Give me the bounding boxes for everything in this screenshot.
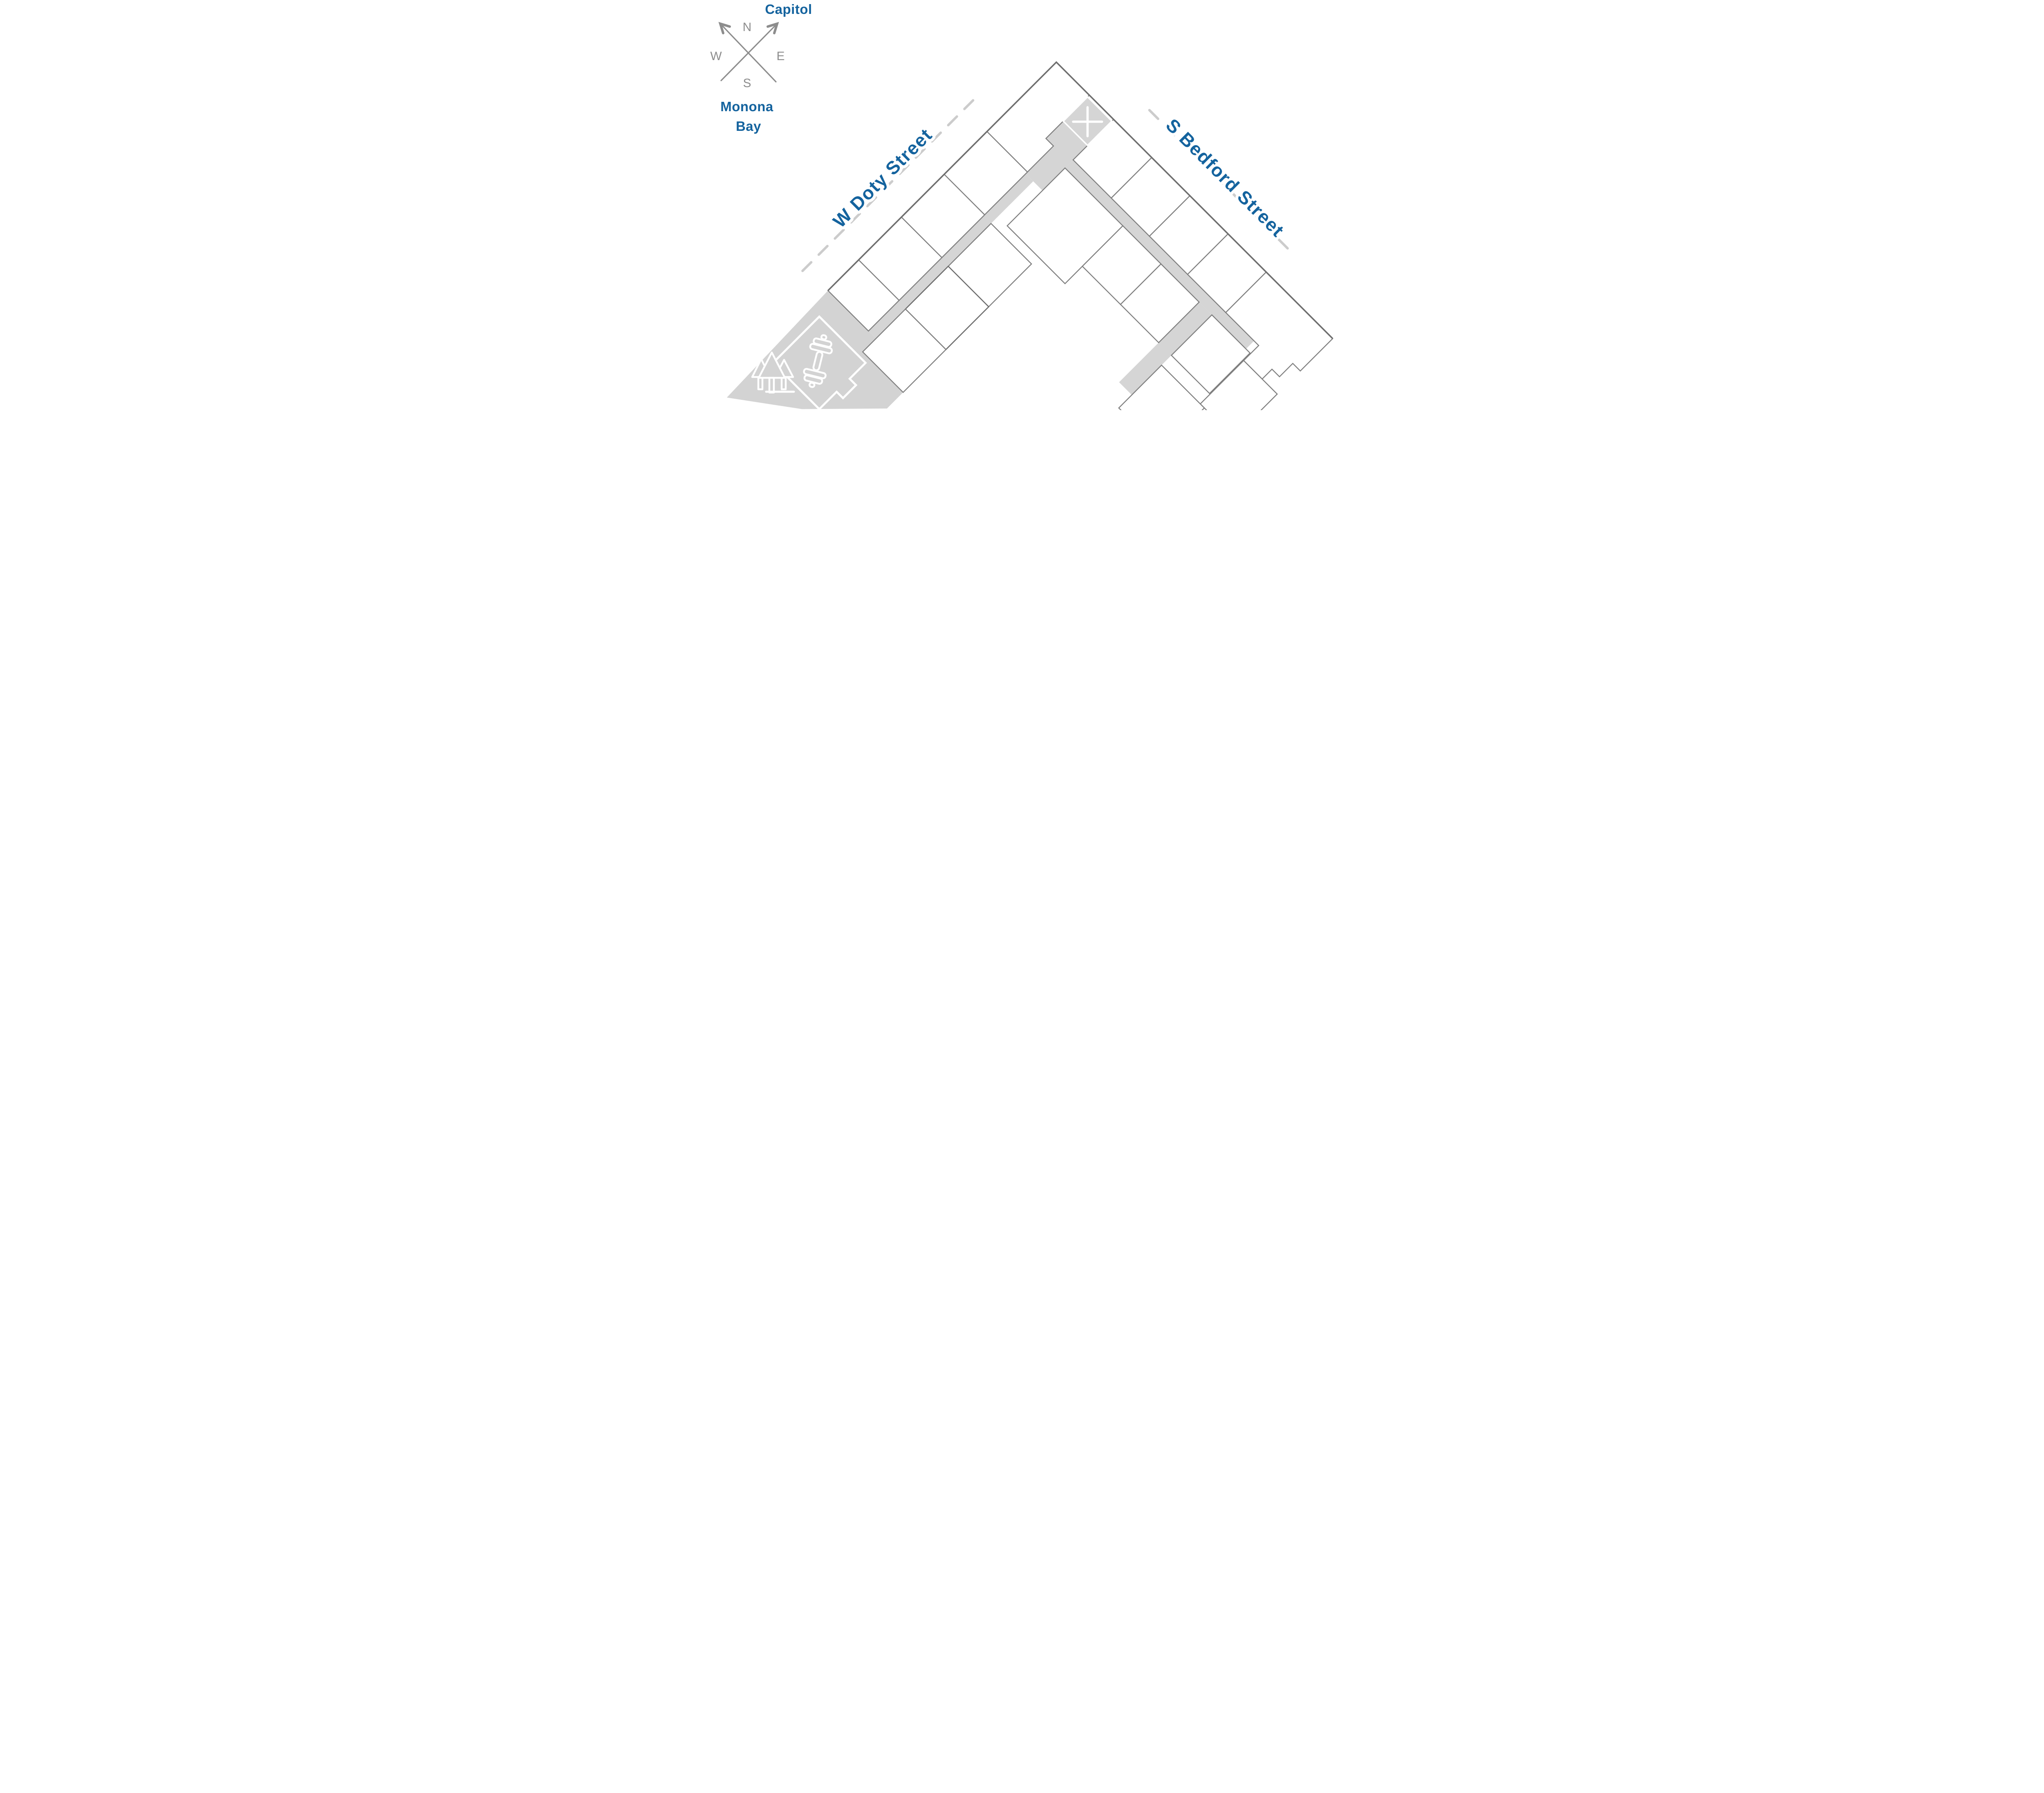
compass-n: N: [742, 20, 752, 34]
dumbbell-icon: [802, 334, 833, 388]
pine-trees-icon: [751, 351, 795, 394]
unit-south-inner-3[interactable]: [1119, 263, 1200, 343]
monona-bay-label-line2: Bay: [735, 119, 761, 134]
unit-south-inner-5[interactable]: [1118, 364, 1205, 410]
south-wing-corridor: [1065, 160, 1254, 349]
site-map: W Doty Street S Bedford Street N W E S C…: [710, 2, 1334, 410]
west-wing-corridor: [868, 173, 1033, 339]
building-outer-edge: [827, 61, 1333, 339]
site-map-page: W Doty Street S Bedford Street N W E S C…: [706, 0, 1338, 410]
unit-south-inner-4[interactable]: [1170, 314, 1251, 395]
unit-west-court-2[interactable]: [862, 308, 947, 393]
compass-rose-icon: N W E S: [710, 20, 785, 90]
compass-arrow-nw: [721, 25, 777, 83]
bedford-street-dashes: [1148, 109, 1294, 255]
building-plan: [726, 61, 1334, 410]
monona-bay-label-line1: Monona: [720, 99, 773, 114]
compass-arrowhead-nw: [718, 22, 731, 34]
branch-corridor: [1118, 302, 1212, 395]
x-marker-icon: [1062, 96, 1113, 147]
compass-e: E: [776, 49, 785, 63]
doty-street-dashes: [801, 99, 974, 272]
unit-south-end-lower[interactable]: [1199, 360, 1278, 410]
unit-south-street-end[interactable]: [1210, 271, 1334, 394]
capitol-label: Capitol: [765, 2, 812, 17]
fitness-room-outline: [771, 315, 867, 410]
compass-w: W: [710, 49, 722, 63]
compass-arrowhead-ne: [766, 22, 779, 34]
compass-s: S: [743, 76, 751, 90]
